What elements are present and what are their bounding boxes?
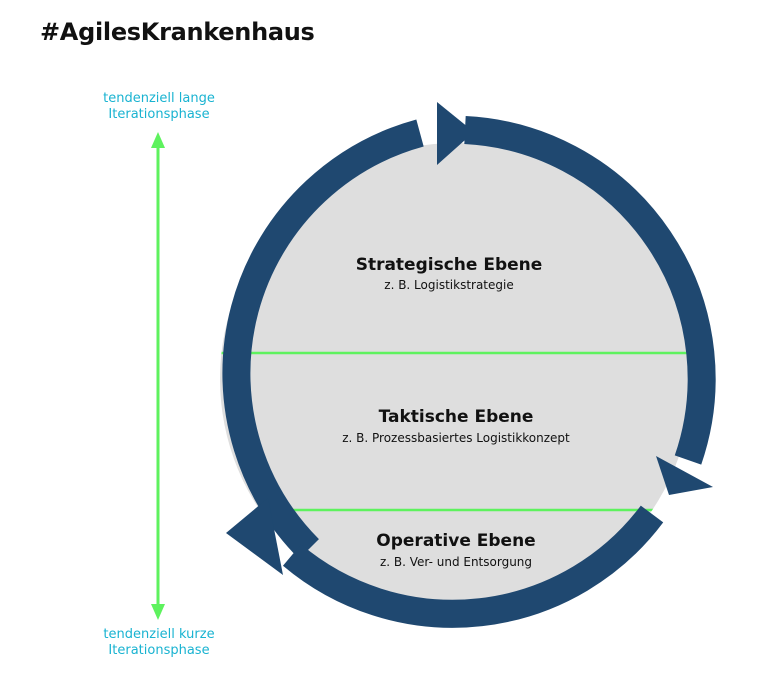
long-iteration-label-line-2: Iterationsphase [108,107,210,122]
cycle-arc-bottom [282,505,664,628]
long-iteration-label: tendenziell lange Iterationsphase [69,91,249,123]
level-tactical-title: Taktische Ebene [379,407,534,427]
cycle-arrowhead-right [656,456,713,495]
level-operative-example: z. B. Ver- und Entsorgung [380,555,532,569]
level-strategic-example: z. B. Logistikstrategie [384,278,513,292]
short-iteration-label-line-2: Iterationsphase [108,643,210,658]
level-tactical: Taktische Ebene z. B. Prozessbasiertes L… [342,407,570,445]
level-operative: Operative Ebene z. B. Ver- und Entsorgun… [376,531,535,569]
short-iteration-label-line-1: tendenziell kurze [103,627,215,642]
level-strategic-title: Strategische Ebene [356,255,543,275]
levels-disc [220,143,692,615]
cycle-arrowhead-bottom [226,498,283,575]
level-strategic: Strategische Ebene z. B. Logistikstrateg… [356,255,543,292]
cycle-arc-left [222,119,424,559]
level-tactical-example: z. B. Prozessbasiertes Logistikkonzept [342,431,570,445]
cycle-arrows [222,116,716,628]
iteration-double-arrow [151,132,165,620]
long-iteration-label-line-1: tendenziell lange [103,91,215,106]
short-iteration-label: tendenziell kurze Iterationsphase [69,627,249,659]
level-operative-title: Operative Ebene [376,531,535,551]
cycle-arc-right [464,116,716,465]
page-title: #AgilesKrankenhaus [40,18,315,46]
arrow-up-icon [151,132,165,148]
cycle-arrowhead-top [437,102,474,165]
arrow-down-icon [151,604,165,620]
